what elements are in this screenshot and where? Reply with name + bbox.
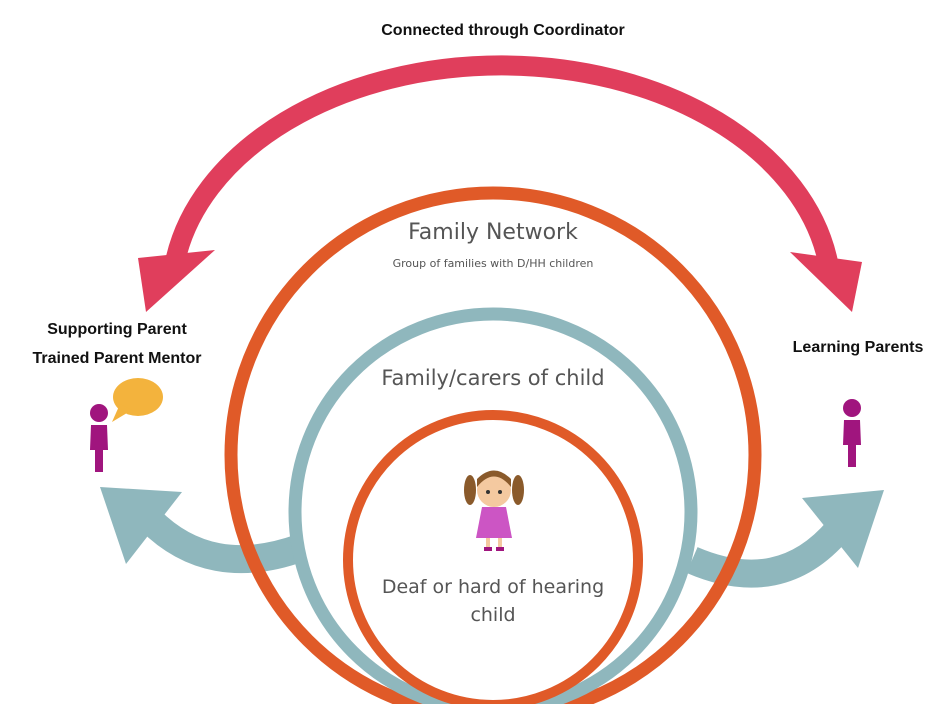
family-network-ring bbox=[224, 186, 762, 704]
trained-parent-mentor-label: Trained Parent Mentor bbox=[33, 350, 202, 367]
family-carers-ring bbox=[288, 307, 698, 704]
speech-bubble-icon bbox=[112, 378, 163, 422]
coordinator-arrowhead-right bbox=[790, 252, 862, 312]
family-network-subtitle: Group of families with D/HH children bbox=[393, 257, 594, 270]
family-carers-title: Family/carers of child bbox=[381, 366, 604, 390]
person-icon bbox=[90, 404, 108, 472]
child-icon bbox=[464, 470, 524, 551]
coordinator-arrowhead-left bbox=[138, 250, 215, 312]
supporting-parent-label: Supporting Parent bbox=[47, 321, 187, 338]
child-ring bbox=[343, 410, 643, 704]
left-side-arrow bbox=[100, 487, 305, 574]
coordinator-arrow bbox=[138, 55, 862, 312]
person-icon bbox=[843, 399, 861, 467]
diagram-title: Connected through Coordinator bbox=[381, 22, 625, 39]
family-network-title: Family Network bbox=[408, 220, 578, 245]
right-side-arrow bbox=[686, 490, 884, 588]
child-label-line1: Deaf or hard of hearing bbox=[382, 576, 604, 598]
learning-parents-label: Learning Parents bbox=[793, 339, 924, 356]
child-label-line2: child bbox=[470, 604, 515, 626]
